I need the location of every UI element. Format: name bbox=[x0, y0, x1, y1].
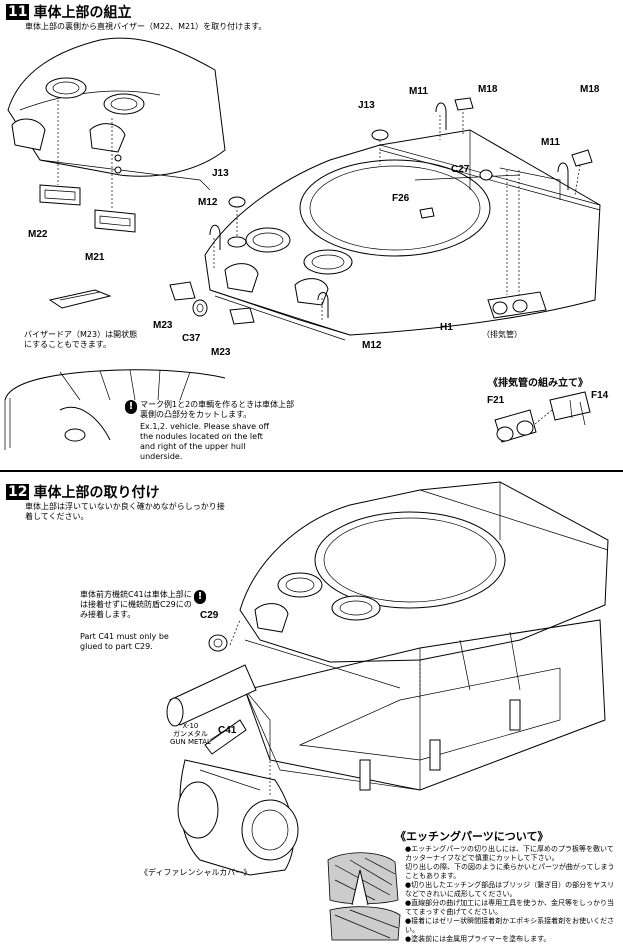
mark-note-en: Ex.1,2. vehicle. Please shave off the no… bbox=[140, 422, 269, 461]
front-mg-parts bbox=[166, 634, 257, 755]
step12-instruction: 車体上部は浮いていないか良く確かめながらしっかり接着してください。 bbox=[25, 502, 225, 521]
step12-title: 車体上部の取り付け bbox=[33, 485, 160, 501]
etching-note-2: 切り出しの際、下の図のように柔らかいとパーツが曲がってしまうこともあります。 bbox=[405, 863, 615, 880]
x10-label: X-10 bbox=[182, 722, 199, 730]
caution-icon: ! bbox=[125, 400, 137, 414]
label-m23-bottom: M23 bbox=[211, 347, 231, 358]
label-m11-right: M11 bbox=[541, 137, 560, 148]
etching-note-4: ●直線部分の曲げ加工には専用工具を使うか、金尺等をしっかり当ててまっすぐ曲げてく… bbox=[405, 899, 614, 916]
hull-lower-assembly bbox=[229, 481, 609, 791]
step11-small-parts bbox=[169, 97, 593, 325]
gunmetal-en: GUN METAL bbox=[170, 738, 211, 746]
etching-note-1: ●エッチングパーツの切り出しには、下に厚めのプラ板等を敷いてカッターナイフなどで… bbox=[405, 845, 614, 862]
etching-notes: ●エッチングパーツの切り出しには、下に厚めのプラ板等を敷いてカッターナイフなどで… bbox=[405, 845, 619, 944]
label-c41: C41 bbox=[218, 725, 237, 736]
hull-upper-h1 bbox=[204, 112, 601, 341]
label-f26: F26 bbox=[392, 193, 410, 204]
label-m11-top: M11 bbox=[409, 86, 428, 97]
mark-note-jp: マーク例1と2の車輌を作るときは車体上部裏側の凸部分をカットします。 bbox=[140, 400, 295, 419]
etching-note-6: ●塗装前には金属用プライマーを塗布します。 bbox=[405, 935, 551, 943]
exhaust-label: （排気管） bbox=[482, 330, 522, 339]
step11-number: 11 bbox=[6, 4, 30, 20]
visor-door-part bbox=[48, 289, 112, 309]
label-m18-right: M18 bbox=[580, 84, 600, 95]
step12-header: 12 車体上部の取り付け bbox=[6, 482, 159, 502]
label-m22: M22 bbox=[28, 229, 48, 240]
label-f14: F14 bbox=[591, 390, 609, 401]
label-m18-top: M18 bbox=[478, 84, 498, 95]
caution-icon-2: ! bbox=[194, 590, 206, 604]
label-j13-left: J13 bbox=[212, 168, 229, 179]
section-divider bbox=[0, 470, 623, 472]
gunmetal-tag: X-10 ガンメタル GUN METAL bbox=[170, 722, 211, 746]
etching-title: 《エッチングパーツについて》 bbox=[395, 830, 549, 843]
label-m21: M21 bbox=[85, 252, 105, 263]
etching-illustration bbox=[327, 852, 401, 941]
label-m23-left: M23 bbox=[153, 320, 173, 331]
etching-note-5: ●接着にはゼリー状瞬間接着剤かエポキシ系接着剤をお使いください。 bbox=[405, 917, 615, 934]
step11-instruction: 車体上部の裏側から直視バイザー（M22、M21）を取り付けます。 bbox=[25, 22, 267, 31]
exhaust-assembly bbox=[494, 391, 591, 443]
label-f21: F21 bbox=[487, 395, 505, 406]
step11-header: 11 車体上部の組立 bbox=[6, 2, 131, 22]
visor-door-note: バイザードア（M23）は開状態にすることもできます。 bbox=[24, 330, 138, 349]
hull-nodule-inset bbox=[4, 369, 226, 450]
label-h1: H1 bbox=[440, 322, 453, 333]
gunmetal-jp: ガンメタル bbox=[173, 730, 208, 738]
exhaust-assembly-title: 《排気管の組み立て》 bbox=[488, 378, 588, 389]
mg-note-jp: 車体前方機銃C41は車体上部には接着せずに機銃防盾C29にのみ接着します。 bbox=[80, 590, 192, 619]
differential-cover bbox=[177, 759, 299, 876]
inset-hull-underside bbox=[7, 37, 226, 233]
label-c29: C29 bbox=[200, 610, 219, 621]
etching-note-3: ●切り出したエッチング部品はブリッジ（繋ぎ目）の部分をヤスリなどできれいに成形し… bbox=[405, 881, 615, 898]
label-m12-left: M12 bbox=[198, 197, 218, 208]
step11-title: 車体上部の組立 bbox=[33, 5, 132, 21]
label-c37: C37 bbox=[182, 333, 201, 344]
step12-number: 12 bbox=[6, 484, 30, 500]
label-m12-bottom: M12 bbox=[362, 340, 382, 351]
label-j13-top: J13 bbox=[358, 100, 375, 111]
diff-cover-label: 《ディファレンシャルカバー》 bbox=[140, 868, 252, 877]
mg-note-en: Part C41 must only be glued to part C29. bbox=[80, 632, 169, 651]
label-c27: C27 bbox=[451, 164, 470, 175]
